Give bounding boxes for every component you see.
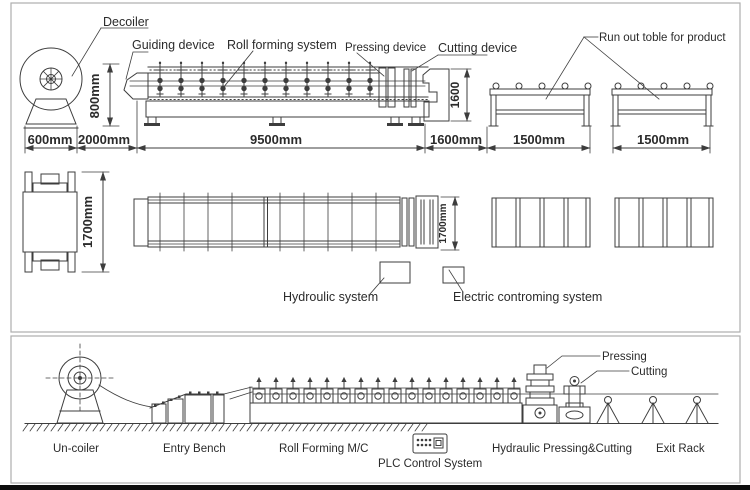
roll-forming-system-label: Roll forming system xyxy=(222,38,337,89)
dim-600mm-text: 600mm xyxy=(28,132,73,147)
exit-rack-label: Exit Rack xyxy=(656,443,705,455)
uncoiler-label: Un-coiler xyxy=(53,443,99,455)
bottom-black-bar xyxy=(0,485,750,490)
dim-1500mm-a-text: 1500mm xyxy=(513,132,565,147)
decoiler-top-view xyxy=(22,171,78,273)
hydraulic-system-label: Hydroulic system xyxy=(283,290,378,304)
dim-2000mm-text: 2000mm xyxy=(78,132,130,147)
pressing-device-label-text: Pressing device xyxy=(345,42,426,54)
dim-1500mm-b-text: 1500mm xyxy=(637,132,689,147)
cutting-device-label-text: Cutting device xyxy=(438,41,517,55)
decoiler-side-view xyxy=(19,47,83,129)
uncoiler-drawing xyxy=(45,343,153,424)
dim-1700mm-right: 1700mm xyxy=(438,196,460,251)
top-side-view: Decoiler 800mm xyxy=(19,15,726,154)
dimension-row: 600mm 2000mm 9500mm 1600mm 1500mm 1500mm xyxy=(24,100,711,154)
hydraulic-system-box: Hydroulic system xyxy=(283,261,411,304)
cutting-device-label: Cutting device xyxy=(411,41,517,72)
guiding-device-drawing xyxy=(123,72,149,100)
cutting-label-text: Cutting xyxy=(631,366,667,378)
pressing-device-drawing xyxy=(378,67,396,108)
cutting-device-drawing xyxy=(403,68,450,122)
cutting-label: Cutting xyxy=(580,366,667,384)
pressing-label-text: Pressing xyxy=(602,351,647,363)
cutter-unit-drawing xyxy=(558,376,591,424)
decoiler-label-text: Decoiler xyxy=(103,15,149,29)
runout-table-label: Run out toble for product xyxy=(545,32,726,100)
cutter-top-view xyxy=(401,195,439,249)
machine-feet xyxy=(144,116,424,126)
electric-control-box: Electric controming system xyxy=(442,266,602,304)
upper-panel-frame xyxy=(10,2,741,333)
entry-bench-drawing xyxy=(149,386,253,424)
decoiler-label: Decoiler xyxy=(71,15,149,77)
roll-forming-system-label-text: Roll forming system xyxy=(227,38,337,52)
roll-forming-machine-side xyxy=(123,61,450,126)
entry-bench-label: Entry Bench xyxy=(163,443,226,455)
runout-table-label-text: Run out toble for product xyxy=(599,32,726,44)
hydraulic-pressing-cutting-label: Hydraulic Pressing&Cutting xyxy=(492,443,632,455)
conveyor-top-view xyxy=(133,192,401,252)
dim-1700mm-right-text: 1700mm xyxy=(438,203,449,243)
lower-panel-frame xyxy=(10,335,741,484)
middle-top-view: 1700mm xyxy=(22,171,714,304)
pressing-device-label: Pressing device xyxy=(345,42,426,77)
plc-control-box xyxy=(412,433,448,454)
dim-1700mm-left-text: 1700mm xyxy=(80,196,95,248)
bottom-side-view: Pressing Cutting Un-coiler Entry Bench R… xyxy=(22,343,719,470)
dim-1700mm-left: 1700mm xyxy=(80,171,110,273)
dim-800mm: 800mm xyxy=(87,63,120,127)
dim-1600-vertical-text: 1600 xyxy=(448,81,462,108)
dim-9500mm-text: 9500mm xyxy=(250,132,302,147)
dim-1600-vertical: 1600 xyxy=(448,68,472,122)
pressing-label: Pressing xyxy=(546,351,647,369)
press-unit-drawing xyxy=(522,364,558,424)
roll-forming-machine-bottom xyxy=(249,376,719,424)
roll-forming-mc-label: Roll Forming M/C xyxy=(279,443,368,455)
dim-800mm-text: 800mm xyxy=(87,74,102,119)
electric-control-label: Electric controming system xyxy=(453,290,602,304)
guiding-device-label-text: Guiding device xyxy=(132,38,215,52)
guiding-device-label: Guiding device xyxy=(125,38,215,80)
plc-control-label: PLC Control System xyxy=(378,458,482,470)
dim-1600mm-text: 1600mm xyxy=(430,132,482,147)
